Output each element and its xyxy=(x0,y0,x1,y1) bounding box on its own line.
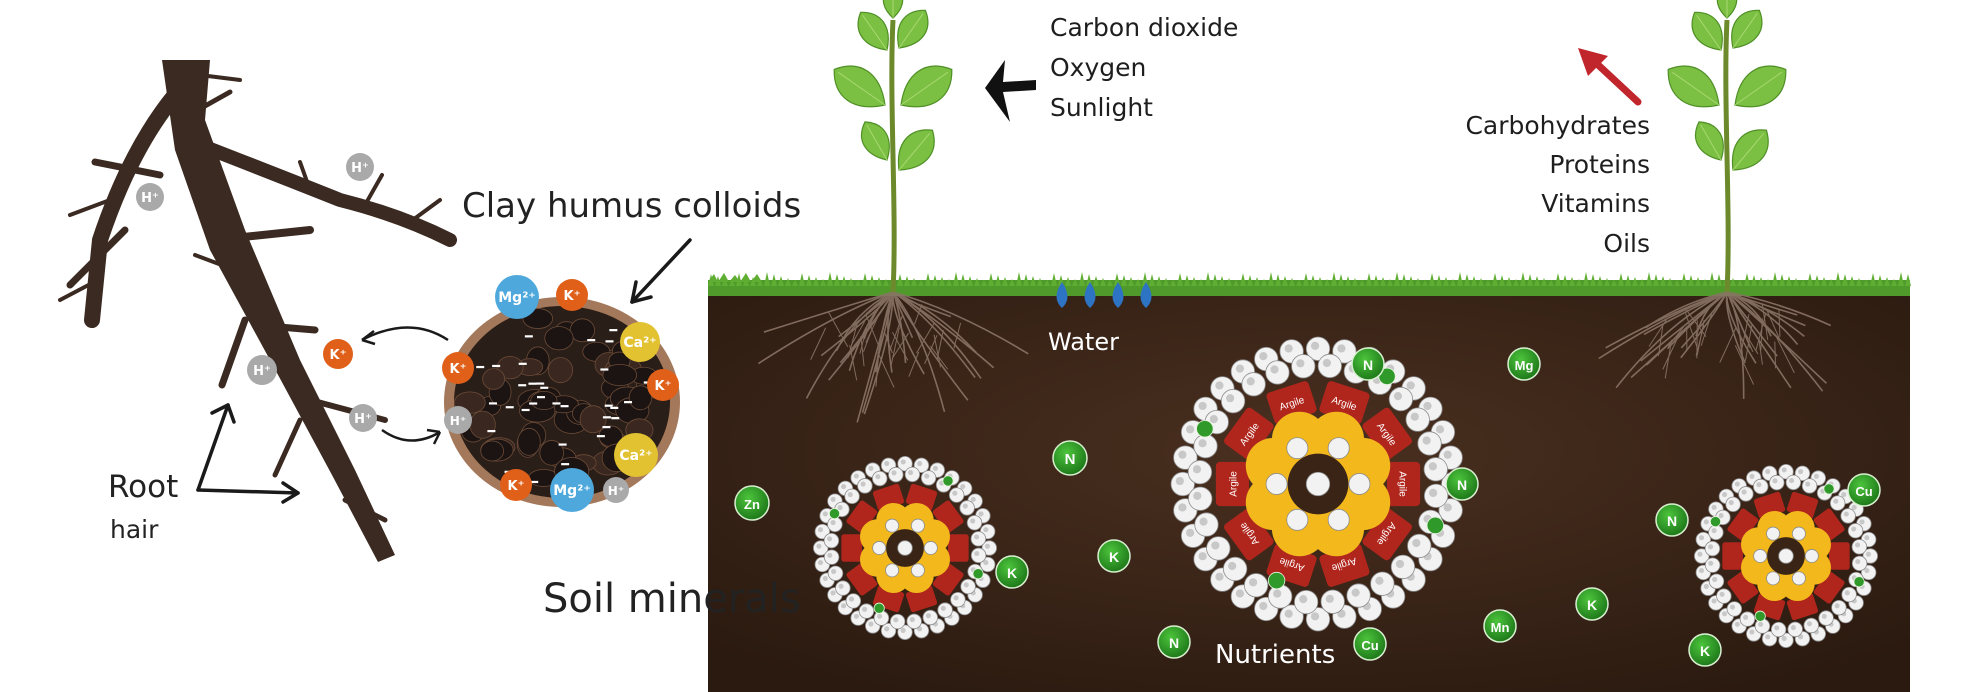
water-drop-icon xyxy=(1084,282,1096,308)
water-label: Water xyxy=(1048,328,1119,356)
svg-text:Zn: Zn xyxy=(744,497,760,512)
nutrient-k: K xyxy=(1575,587,1609,621)
svg-text:N: N xyxy=(1363,357,1373,373)
svg-text:Mg: Mg xyxy=(1515,358,1534,373)
h-ion-label: H⁺ xyxy=(141,191,159,206)
k-ion-label: K⁺ xyxy=(508,479,525,494)
h-ion-label: H⁺ xyxy=(351,161,369,176)
colloid-k-ion: K⁺ xyxy=(500,469,532,501)
nutrient-n: N xyxy=(1655,503,1689,537)
plant-right xyxy=(1598,0,1832,399)
colloid-h-ion: H⁺ xyxy=(603,477,629,503)
svg-text:K: K xyxy=(1587,597,1597,613)
hair-label: hair xyxy=(110,515,159,544)
plant-left xyxy=(757,0,1029,423)
svg-text:K: K xyxy=(1007,565,1017,581)
nutrient-mn: Mn xyxy=(1483,609,1517,643)
svg-text:Cu: Cu xyxy=(1361,638,1378,653)
root-h-ion: H⁺ xyxy=(346,153,374,181)
colloid-k-ion: K⁺ xyxy=(647,369,679,401)
svg-text:N: N xyxy=(1169,635,1179,651)
nutrient-n: N xyxy=(1157,625,1191,659)
output-arrow xyxy=(1578,48,1642,106)
grass-strip xyxy=(708,280,1910,296)
soil-colloid-cluster-right xyxy=(1694,464,1878,648)
svg-text:Cu: Cu xyxy=(1855,484,1872,499)
nutrient-n: N xyxy=(1351,347,1385,381)
root-h-ion: H⁺ xyxy=(136,183,164,211)
nutrient-k: K xyxy=(1097,539,1131,573)
nutrients-label: Nutrients xyxy=(1215,640,1335,670)
nutrient-n: N xyxy=(1445,467,1479,501)
mg-ion-label: Mg²⁺ xyxy=(498,290,535,306)
grass-blades xyxy=(708,272,1911,286)
k-ion-label: K⁺ xyxy=(450,362,467,377)
output-carbohydrates: Carbohydrates xyxy=(1465,111,1650,140)
water-drops xyxy=(1056,282,1152,308)
soil-colloid-cluster-left xyxy=(813,456,997,640)
svg-text:K: K xyxy=(1700,643,1710,659)
svg-text:N: N xyxy=(1065,451,1076,468)
water-drop-icon xyxy=(1140,282,1152,308)
mg-ion-label: Mg²⁺ xyxy=(553,483,590,499)
nutrient-k: K xyxy=(995,555,1029,589)
colloid-ca-ion: Ca²⁺ xyxy=(620,322,660,362)
clay-tag: Argile xyxy=(1397,471,1408,497)
arrow-h-to-colloid xyxy=(381,428,441,442)
ca-ion-label: Ca²⁺ xyxy=(623,335,656,351)
root-label: Root xyxy=(108,469,178,505)
colloid-ca-ion: Ca²⁺ xyxy=(614,433,658,477)
exchange-arrows xyxy=(361,326,449,445)
k-ion-label: K⁺ xyxy=(330,348,347,363)
colloid-pointer-arrow xyxy=(630,238,692,304)
nutrient-cu: Cu xyxy=(1847,473,1881,507)
water-drop-icon xyxy=(1112,282,1124,308)
nutrient-k: K xyxy=(1688,633,1722,667)
root-h-ion: H⁺ xyxy=(247,355,277,385)
h-ion-label: H⁺ xyxy=(253,364,271,379)
root-h-ion: H⁺ xyxy=(349,404,377,432)
nutrient-cu: Cu xyxy=(1353,627,1387,661)
h-ion-label: H⁺ xyxy=(608,484,624,498)
water-drop-icon xyxy=(1056,282,1068,308)
input-sunlight: Sunlight xyxy=(1050,93,1153,122)
clay-tag: Argile xyxy=(1228,471,1239,497)
arrow-k-to-root xyxy=(361,326,449,342)
svg-text:K: K xyxy=(1109,549,1119,565)
output-proteins: Proteins xyxy=(1549,150,1650,179)
input-arrow xyxy=(985,60,1036,122)
input-carbon-dioxide: Carbon dioxide xyxy=(1050,13,1238,42)
colloid-h-ion: H⁺ xyxy=(444,406,472,434)
soil-minerals-label: Soil minerals xyxy=(543,576,801,622)
output-vitamins: Vitamins xyxy=(1541,189,1650,218)
colloid-k-ion: K⁺ xyxy=(556,279,588,311)
nutrient-n: N xyxy=(1052,440,1088,476)
colloid-k-ion: K⁺ xyxy=(442,352,474,384)
h-ion-label: H⁺ xyxy=(450,414,466,428)
k-ion-label: K⁺ xyxy=(655,379,672,394)
k-ion-label: K⁺ xyxy=(564,289,581,304)
colloid-mg-ion: Mg²⁺ xyxy=(495,275,539,319)
nutrient-mg: Mg xyxy=(1507,347,1541,381)
root-k-ion: K⁺ xyxy=(323,339,353,369)
output-oils: Oils xyxy=(1603,229,1650,258)
svg-text:N: N xyxy=(1457,477,1467,493)
svg-text:Mn: Mn xyxy=(1491,620,1510,635)
ca-ion-label: Ca²⁺ xyxy=(619,448,652,464)
root-hair-arrows xyxy=(196,403,300,504)
h-ion-label: H⁺ xyxy=(354,412,372,427)
svg-text:N: N xyxy=(1667,513,1677,529)
nutrient-zn: Zn xyxy=(734,485,770,521)
clay-humus-colloids-label: Clay humus colloids xyxy=(462,186,801,226)
input-oxygen: Oxygen xyxy=(1050,53,1146,82)
root-illustration xyxy=(58,60,457,562)
colloid-mg-ion: Mg²⁺ xyxy=(550,468,594,512)
